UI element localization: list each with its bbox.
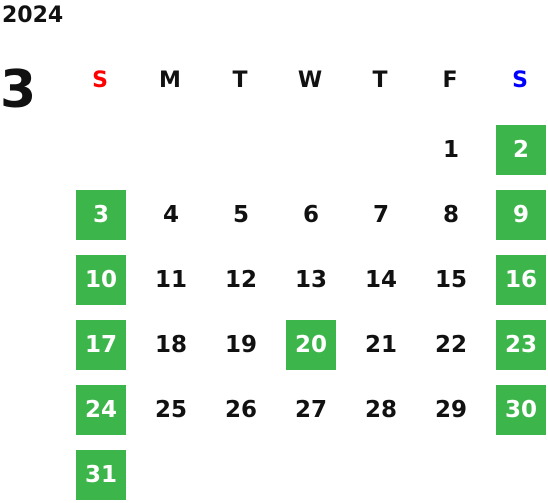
holiday-day-16[interactable]: 16 [496, 255, 546, 305]
calendar-year: 2024 [2, 3, 64, 28]
calendar-cell: 9 [485, 178, 548, 243]
holiday-day-9[interactable]: 9 [496, 190, 546, 240]
calendar-cell: 6 [275, 178, 345, 243]
calendar-day-26[interactable]: 26 [224, 397, 257, 423]
calendar-cell: 18 [135, 308, 205, 373]
calendar-cell: 24 [65, 373, 135, 438]
weekday-header-wed: W [297, 68, 323, 93]
calendar-day-15[interactable]: 15 [434, 267, 467, 293]
weekday-header-sat: S [512, 68, 528, 93]
calendar-cell: 8 [415, 178, 485, 243]
calendar-day-12[interactable]: 12 [224, 267, 257, 293]
weekday-header-thu: T [372, 68, 388, 93]
calendar-cell: 19 [205, 308, 275, 373]
holiday-day-10[interactable]: 10 [76, 255, 126, 305]
calendar-cell: 16 [485, 243, 548, 308]
weekday-header-tue: T [232, 68, 248, 93]
calendar-cell: 7 [345, 178, 415, 243]
calendar-cell: 1 [415, 113, 485, 178]
calendar-day-7[interactable]: 7 [372, 202, 389, 228]
calendar-cell: 14 [345, 243, 415, 308]
calendar-day-5[interactable]: 5 [232, 202, 249, 228]
calendar-blank-cell [275, 113, 345, 178]
calendar-day-11[interactable]: 11 [154, 267, 187, 293]
holiday-day-3[interactable]: 3 [76, 190, 126, 240]
weekday-header-sun: S [92, 68, 108, 93]
calendar-day-28[interactable]: 28 [364, 397, 397, 423]
calendar-cell: 23 [485, 308, 548, 373]
calendar-cell: 27 [275, 373, 345, 438]
calendar-day-13[interactable]: 13 [294, 267, 327, 293]
calendar-day-18[interactable]: 18 [154, 332, 187, 358]
calendar-day-21[interactable]: 21 [364, 332, 397, 358]
calendar-day-14[interactable]: 14 [364, 267, 397, 293]
calendar-day-29[interactable]: 29 [434, 397, 467, 423]
calendar-day-22[interactable]: 22 [434, 332, 467, 358]
calendar-blank-cell [345, 113, 415, 178]
calendar-day-4[interactable]: 4 [162, 202, 179, 228]
calendar-cell: 31 [65, 438, 135, 503]
weekday-header-fri: F [442, 68, 458, 93]
holiday-day-30[interactable]: 30 [496, 385, 546, 435]
calendar-cell: 11 [135, 243, 205, 308]
calendar-day-1[interactable]: 1 [442, 137, 459, 163]
calendar-day-8[interactable]: 8 [442, 202, 459, 228]
calendar-cell: 25 [135, 373, 205, 438]
calendar-cell: 17 [65, 308, 135, 373]
holiday-day-17[interactable]: 17 [76, 320, 126, 370]
calendar-cell: 15 [415, 243, 485, 308]
calendar-cell: 3 [65, 178, 135, 243]
calendar-cell: 20 [275, 308, 345, 373]
calendar-cell: 28 [345, 373, 415, 438]
calendar-blank-cell [205, 113, 275, 178]
calendar-cell: 2 [485, 113, 548, 178]
calendar-blank-cell [65, 113, 135, 178]
calendar-cell: 21 [345, 308, 415, 373]
calendar-cell: 29 [415, 373, 485, 438]
holiday-day-20[interactable]: 20 [286, 320, 336, 370]
holiday-day-2[interactable]: 2 [496, 125, 546, 175]
calendar-day-27[interactable]: 27 [294, 397, 327, 423]
weekday-header-mon: M [159, 68, 181, 93]
calendar-cell: 12 [205, 243, 275, 308]
calendar-day-6[interactable]: 6 [302, 202, 319, 228]
calendar-day-19[interactable]: 19 [224, 332, 257, 358]
holiday-day-23[interactable]: 23 [496, 320, 546, 370]
calendar-cell: 10 [65, 243, 135, 308]
calendar-day-25[interactable]: 25 [154, 397, 187, 423]
calendar-cell: 30 [485, 373, 548, 438]
calendar-cell: 13 [275, 243, 345, 308]
holiday-day-31[interactable]: 31 [76, 450, 126, 500]
holiday-day-24[interactable]: 24 [76, 385, 126, 435]
calendar-cell: 4 [135, 178, 205, 243]
calendar-cell: 22 [415, 308, 485, 373]
calendar-cell: 5 [205, 178, 275, 243]
calendar-month: 3 [0, 60, 37, 120]
calendar-cell: 26 [205, 373, 275, 438]
calendar-blank-cell [135, 113, 205, 178]
